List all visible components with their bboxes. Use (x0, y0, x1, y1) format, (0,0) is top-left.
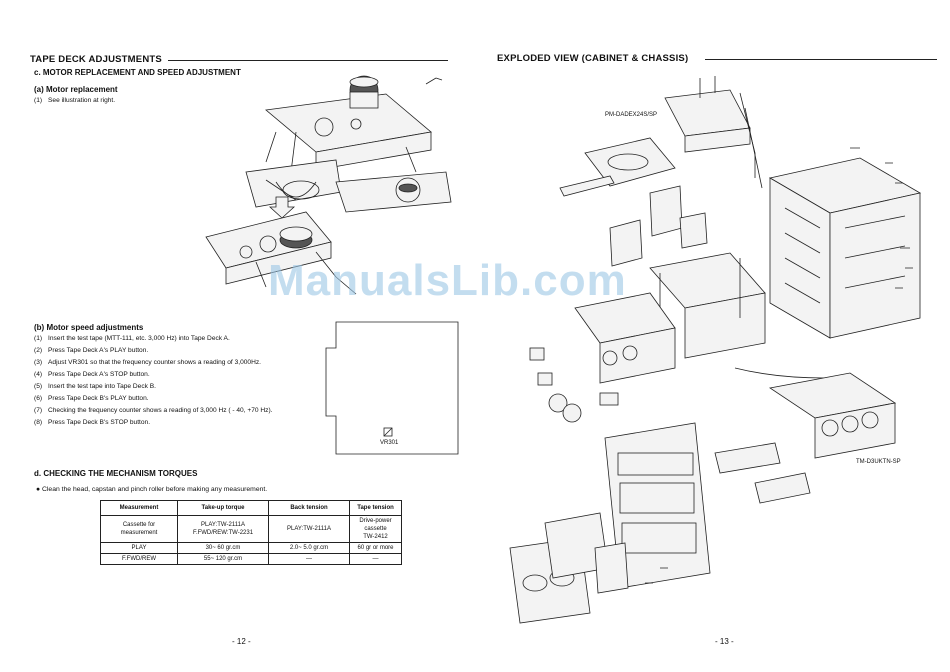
b-step-8: (8)Press Tape Deck B's STOP button. (34, 419, 151, 426)
page-number-left: - 12 - (232, 637, 251, 646)
table-cell: — (349, 553, 402, 565)
b-step-2: (2)Press Tape Deck A's PLAY button. (34, 347, 149, 354)
sub-a-title: (a) Motor replacement (34, 85, 118, 94)
tape-deck-adjustments-header: TAPE DECK ADJUSTMENTS (30, 54, 162, 65)
motor-replacement-illustration (205, 75, 452, 295)
table-cell: F.FWD/REW (100, 553, 178, 565)
section-c-title: c. MOTOR REPLACEMENT AND SPEED ADJUSTMEN… (34, 68, 241, 77)
section-d-note: ● Clean the head, capstan and pinch roll… (36, 486, 268, 493)
header-rule-left (168, 60, 448, 61)
b-step-6: (6)Press Tape Deck B's PLAY button. (34, 395, 149, 402)
vr301-board-diagram (325, 321, 459, 455)
table-row: F.FWD/REW 55~ 120 gr.cm — — (100, 553, 402, 565)
header-rule-right (705, 59, 937, 60)
b-step-4: (4)Press Tape Deck A's STOP button. (34, 371, 150, 378)
table-row: Cassette for measurement PLAY:TW-2111A F… (100, 515, 402, 543)
table-row: PLAY 30~ 60 gr.cm 2.0~ 5.0 gr.cm 60 gr o… (100, 542, 402, 554)
table-header-row: Measurement Take-up torque Back tension … (100, 500, 402, 516)
vr301-label: VR301 (380, 440, 399, 446)
b-step-1: (1)Insert the test tape (MTT-111, etc. 3… (34, 335, 230, 342)
table-cell: 55~ 120 gr.cm (177, 553, 269, 565)
table-cell: 2.0~ 5.0 gr.cm (268, 542, 350, 554)
table-header: Take-up torque (177, 500, 269, 516)
torque-table: Measurement Take-up torque Back tension … (100, 500, 402, 565)
watermark: ManualsLib.com (268, 256, 627, 305)
tm-part-label: TM-D3UKTN-SP (856, 459, 901, 465)
pm-part-label: PM-DADEX24S/SP (605, 112, 657, 118)
b-step-7: (7)Checking the frequency counter shows … (34, 407, 273, 414)
page-number-right: - 13 - (715, 637, 734, 646)
table-cell: PLAY:TW-2111A (268, 515, 350, 543)
sub-b-title: (b) Motor speed adjustments (34, 323, 144, 332)
table-cell: — (268, 553, 350, 565)
table-cell: Cassette for measurement (100, 515, 178, 543)
table-cell: PLAY (100, 542, 178, 554)
b-steps-list: (1)Insert the test tape (MTT-111, etc. 3… (34, 333, 273, 429)
b-step-5: (5)Insert the test tape into Tape Deck B… (34, 383, 157, 390)
table-header: Measurement (100, 500, 178, 516)
exploded-view-header: EXPLODED VIEW (CABINET & CHASSIS) (497, 53, 689, 64)
b-step-3: (3)Adjust VR301 so that the frequency co… (34, 359, 261, 366)
table-header: Back tension (268, 500, 350, 516)
table-cell: Drive-power cassette TW-2412 (349, 515, 402, 543)
exploded-view-diagram: PM-DADEX24S/SP TM-D3UKTN-SP (509, 76, 922, 624)
section-d-title: d. CHECKING THE MECHANISM TORQUES (34, 469, 198, 478)
table-cell: PLAY:TW-2111A F.FWD/REW:TW-2231 (177, 515, 269, 543)
table-cell: 60 gr or more (349, 542, 402, 554)
a-step-1: (1)See illustration at right. (34, 97, 116, 104)
table-header: Tape tension (349, 500, 402, 516)
table-cell: 30~ 60 gr.cm (177, 542, 269, 554)
